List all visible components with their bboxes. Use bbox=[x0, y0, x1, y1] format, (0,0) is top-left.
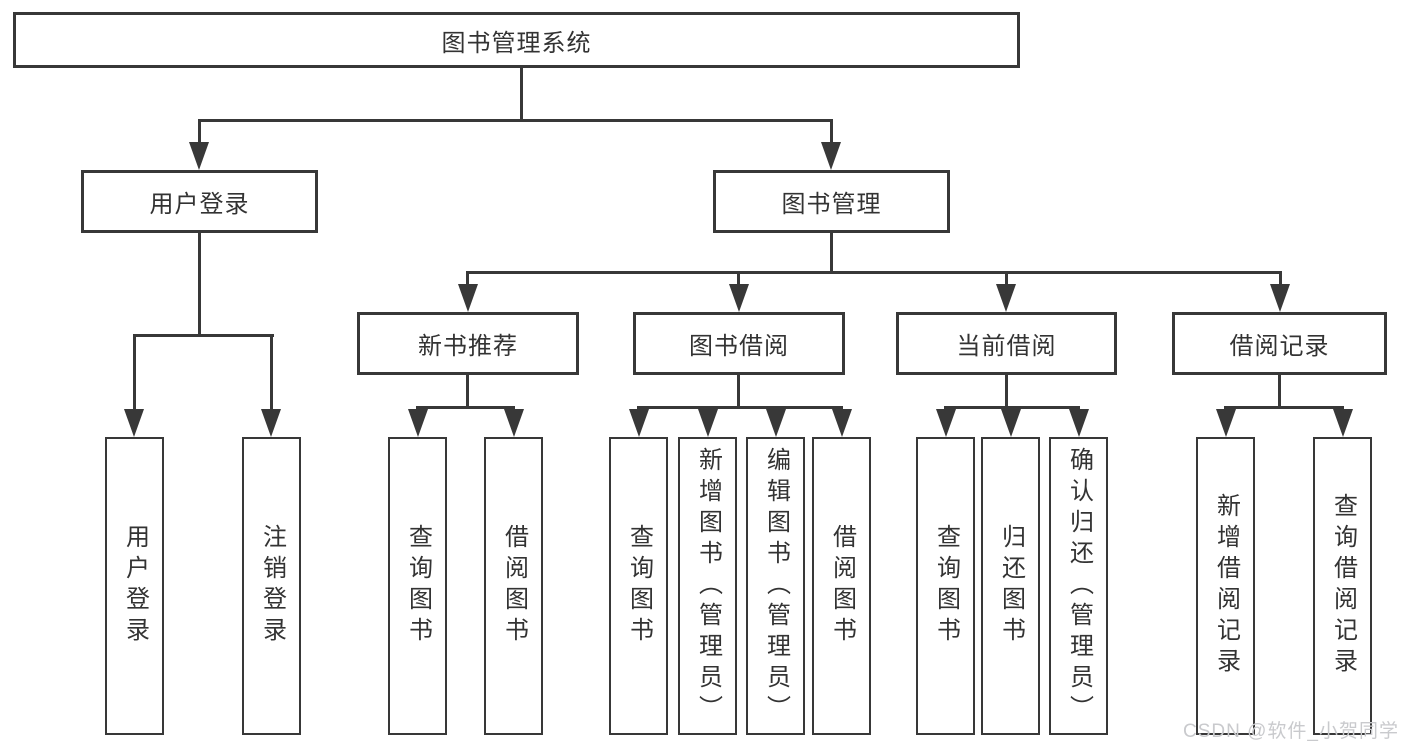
watermark: CSDN @软件_小贺同学 bbox=[1183, 721, 1399, 742]
connector-line bbox=[830, 233, 833, 274]
arrow-down-icon bbox=[766, 409, 786, 437]
arrow-down-icon bbox=[936, 409, 956, 437]
connector-line bbox=[466, 375, 469, 409]
arrow-down-icon bbox=[408, 409, 428, 437]
connector-line bbox=[1005, 375, 1008, 409]
connector-line bbox=[737, 375, 740, 409]
arrow-down-icon bbox=[504, 409, 524, 437]
arrow-down-icon bbox=[1069, 409, 1089, 437]
node-book-management: 图书管理 bbox=[713, 170, 950, 233]
arrow-down-icon bbox=[189, 142, 209, 170]
leaf-borrow-books-recommend: 借阅图书 bbox=[484, 437, 543, 735]
leaf-query-books-current: 查询图书 bbox=[916, 437, 975, 735]
arrow-down-icon bbox=[261, 409, 281, 437]
arrow-down-icon bbox=[1333, 409, 1353, 437]
connector-line bbox=[737, 271, 740, 290]
node-label: 归还图书 bbox=[997, 524, 1025, 648]
arrow-down-icon bbox=[629, 409, 649, 437]
node-label: 查询借阅记录 bbox=[1329, 493, 1357, 679]
arrow-down-icon bbox=[1270, 284, 1290, 312]
node-label: 借阅图书 bbox=[828, 524, 856, 648]
node-user-login: 用户登录 bbox=[81, 170, 318, 233]
node-borrowing-records: 借阅记录 bbox=[1172, 312, 1387, 375]
connector-line bbox=[198, 233, 201, 337]
leaf-borrow-books: 借阅图书 bbox=[812, 437, 871, 735]
arrow-down-icon bbox=[124, 409, 144, 437]
node-label: 用户登录 bbox=[121, 524, 149, 648]
arrow-down-icon bbox=[996, 284, 1016, 312]
node-label: 图书管理系统 bbox=[441, 29, 592, 57]
node-label: 编辑图书（管理员） bbox=[762, 446, 790, 726]
node-label: 当前借阅 bbox=[956, 333, 1057, 360]
leaf-confirm-return-admin: 确认归还（管理员） bbox=[1049, 437, 1108, 735]
node-label: 确认归还（管理员） bbox=[1065, 446, 1093, 726]
node-label: 查询图书 bbox=[932, 524, 960, 648]
leaf-add-borrow-record: 新增借阅记录 bbox=[1196, 437, 1255, 735]
node-current-borrowing: 当前借阅 bbox=[896, 312, 1117, 375]
arrow-down-icon bbox=[729, 284, 749, 312]
connector-line bbox=[637, 406, 843, 409]
connector-line bbox=[1278, 375, 1281, 409]
node-new-book-recommendation: 新书推荐 bbox=[357, 312, 579, 375]
arrow-down-icon bbox=[1001, 409, 1021, 437]
arrow-down-icon bbox=[698, 409, 718, 437]
node-label: 图书借阅 bbox=[689, 333, 789, 360]
node-label: 用户登录 bbox=[149, 191, 250, 218]
connector-line bbox=[520, 68, 523, 121]
connector-line bbox=[1279, 271, 1282, 290]
connector-line bbox=[270, 334, 273, 414]
connector-line bbox=[198, 119, 201, 149]
node-label: 查询图书 bbox=[625, 524, 653, 648]
connector-line bbox=[133, 334, 136, 414]
node-label: 新书推荐 bbox=[418, 333, 518, 360]
node-label: 查询图书 bbox=[404, 524, 432, 648]
arrow-down-icon bbox=[1216, 409, 1236, 437]
leaf-edit-books-admin: 编辑图书（管理员） bbox=[746, 437, 805, 735]
node-label: 新增图书（管理员） bbox=[694, 446, 722, 726]
node-label: 注销登录 bbox=[258, 524, 286, 648]
connector-line bbox=[466, 271, 469, 290]
connector-line bbox=[198, 119, 833, 122]
leaf-return-books: 归还图书 bbox=[981, 437, 1040, 735]
leaf-query-books-borrow: 查询图书 bbox=[609, 437, 668, 735]
connector-line bbox=[416, 406, 515, 409]
node-book-borrowing: 图书借阅 bbox=[633, 312, 845, 375]
connector-line bbox=[466, 271, 1282, 274]
connector-line bbox=[1224, 406, 1344, 409]
connector-line bbox=[133, 334, 274, 337]
node-label: 借阅图书 bbox=[500, 524, 528, 648]
arrow-down-icon bbox=[832, 409, 852, 437]
leaf-add-books-admin: 新增图书（管理员） bbox=[678, 437, 737, 735]
leaf-user-login: 用户登录 bbox=[105, 437, 164, 735]
node-label: 图书管理 bbox=[781, 191, 882, 218]
leaf-logout: 注销登录 bbox=[242, 437, 301, 735]
leaf-query-borrow-record: 查询借阅记录 bbox=[1313, 437, 1372, 735]
leaf-query-books-recommend: 查询图书 bbox=[388, 437, 447, 735]
node-library-management-system: 图书管理系统 bbox=[13, 12, 1020, 68]
connector-line bbox=[1005, 271, 1008, 290]
arrow-down-icon bbox=[458, 284, 478, 312]
node-label: 新增借阅记录 bbox=[1212, 493, 1240, 679]
connector-line bbox=[830, 119, 833, 149]
arrow-down-icon bbox=[821, 142, 841, 170]
connector-line bbox=[944, 406, 1080, 409]
node-label: 借阅记录 bbox=[1229, 333, 1330, 360]
